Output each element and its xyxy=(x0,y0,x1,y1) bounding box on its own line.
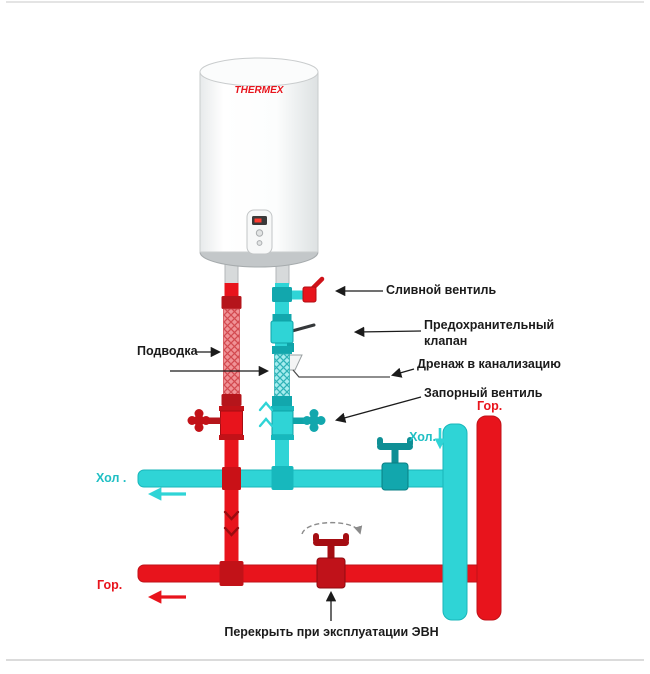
label-hot-right: Гор. xyxy=(477,399,503,413)
crossing-coupling xyxy=(222,467,241,490)
rotate-arrow xyxy=(301,522,363,535)
hot-water-main xyxy=(476,415,502,621)
label-arrows xyxy=(170,285,422,621)
label-cold-right: Хол. xyxy=(409,430,436,444)
drain-line xyxy=(292,369,390,378)
shutoff-valve-handwheel xyxy=(302,409,326,432)
label-safety-valve: Предохранительный клапан xyxy=(424,318,555,348)
cold-line-pipe xyxy=(137,469,468,488)
label-cold-left: Хол . xyxy=(96,471,127,485)
label-supply-line: Подводка xyxy=(137,344,198,358)
flow-arrows xyxy=(147,428,446,604)
braided-hose-hot xyxy=(223,308,240,396)
control-panel xyxy=(246,209,273,255)
frame-lines xyxy=(6,1,644,661)
panel-knob xyxy=(255,229,264,237)
hot-valve-handwheel xyxy=(187,409,211,432)
arrow-to-drainage xyxy=(391,367,415,378)
flow-arrow-down xyxy=(223,510,240,521)
label-bottom-note: Перекрыть при эксплуатации ЭВН xyxy=(224,625,439,639)
label-hot-left: Гор. xyxy=(97,578,123,592)
tee-fitting-hot xyxy=(219,561,244,586)
brand-logo: THERMEX xyxy=(235,85,285,96)
flow-arrow-up xyxy=(258,401,274,412)
panel-button xyxy=(256,240,263,246)
cold-line-gate-valve xyxy=(377,437,413,491)
hot-riser-valve xyxy=(187,406,244,440)
arrow-to-safety-valve xyxy=(353,326,422,338)
label-shutoff-valve: Запорный вентиль xyxy=(424,386,543,400)
label-drain-valve: Сливной вентиль xyxy=(386,283,497,297)
coupling-nut xyxy=(221,296,242,309)
drain-valve xyxy=(302,276,325,303)
hot-line-gate-valve xyxy=(301,522,363,589)
braided-hose-cold xyxy=(274,353,290,398)
flow-arrow-down xyxy=(223,526,240,537)
cold-water-riser xyxy=(258,276,326,490)
flow-arrow-up xyxy=(258,417,274,428)
tee-fitting-cold-line xyxy=(271,466,294,490)
boiler: THERMEX xyxy=(199,57,319,285)
coupling-nut xyxy=(272,346,292,354)
cold-water-main xyxy=(442,423,468,621)
coupling-nut xyxy=(221,394,242,406)
arrow-to-shutoff-valve xyxy=(334,396,422,423)
hot-water-riser xyxy=(187,283,244,586)
label-drainage: Дренаж в канализацию xyxy=(417,357,561,371)
coupling-nut xyxy=(272,396,292,406)
shutoff-valve xyxy=(271,406,326,440)
tee-fitting-cold xyxy=(272,287,292,302)
